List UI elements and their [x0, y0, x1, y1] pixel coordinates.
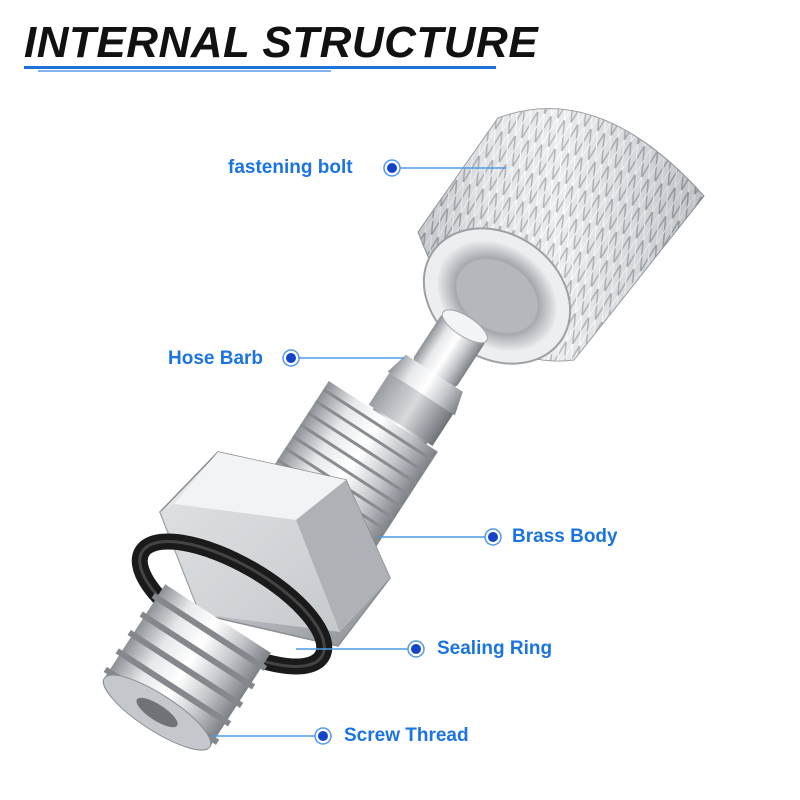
label-sealing-ring: Sealing Ring	[437, 638, 553, 659]
leader-sealing-ring	[296, 640, 425, 658]
leader-screw-thread	[212, 727, 332, 745]
leader-hose-barb	[282, 349, 404, 367]
screw-thread-part	[102, 584, 271, 751]
title-underline	[24, 66, 496, 72]
label-hose-barb: Hose Barb	[168, 348, 264, 369]
page-title: INTERNAL STRUCTURE	[24, 18, 539, 67]
label-screw-thread: Screw Thread	[344, 725, 469, 746]
label-fastening-bolt: fastening bolt	[228, 157, 353, 178]
leader-fastening-bolt	[383, 159, 506, 177]
leader-brass-body	[378, 528, 502, 546]
label-brass-body: Brass Body	[512, 526, 618, 547]
